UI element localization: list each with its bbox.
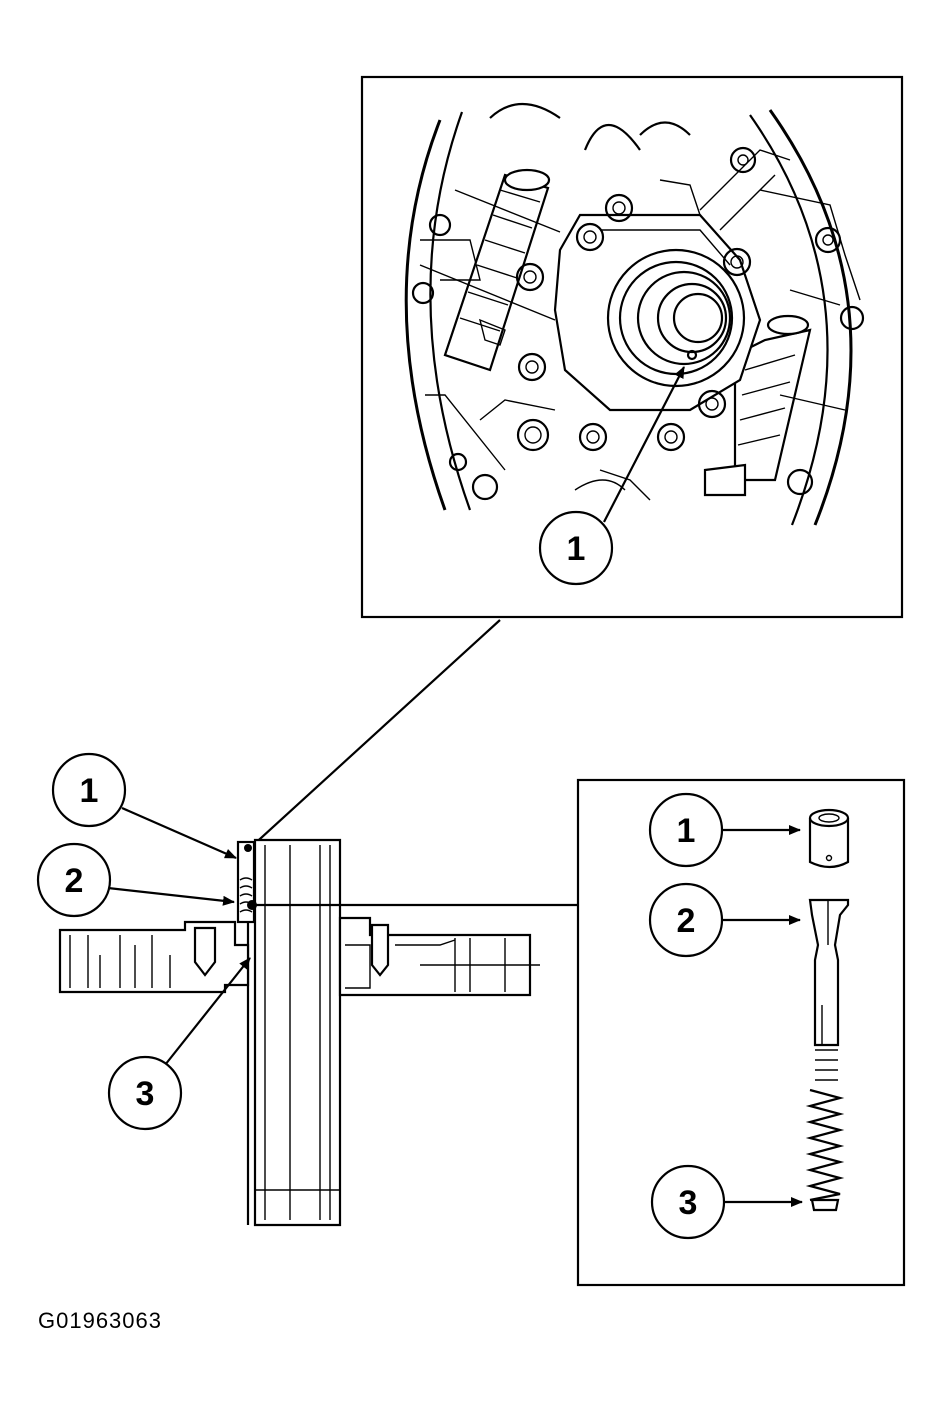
right-callout-3-bubble: [650, 1164, 726, 1240]
left-callout-1-label: 1: [80, 772, 99, 810]
right-callout-1-bubble: [648, 792, 724, 868]
left-callout-2-leader: [107, 886, 235, 906]
top-detail-connector-line: [249, 619, 501, 849]
callout-1-bubble: [538, 510, 614, 586]
figure-id-label: G01963063: [38, 1308, 162, 1333]
valve-spring-part: [805, 898, 850, 1212]
valve-body-section: [58, 838, 578, 1227]
left-callout-3-label: 3: [136, 1075, 155, 1113]
right-callout-3-label: 3: [679, 1184, 698, 1222]
section-dot-top: [244, 844, 252, 852]
left-callouts: 1 2 3: [36, 752, 251, 1131]
callout-1-leader: [603, 366, 685, 523]
left-callout-3-bubble: [107, 1055, 183, 1131]
top-detail-frame: [360, 75, 904, 619]
pump-body-illustration: [404, 102, 865, 526]
right-detail-panel: 1 2 3: [576, 778, 906, 1287]
left-callout-1-leader: [121, 806, 237, 860]
right-detail-frame: [576, 778, 906, 1287]
right-callout-1-label: 1: [677, 812, 696, 850]
callout-1-label: 1: [567, 530, 586, 568]
right-callout-2-bubble: [648, 882, 724, 958]
left-callout-3-leader: [164, 957, 251, 1066]
sleeve-part: [808, 808, 850, 869]
right-callout-2-label: 2: [677, 902, 696, 940]
left-callout-2-bubble: [36, 842, 112, 918]
left-callout-1-bubble: [51, 752, 127, 828]
top-detail-panel: 1: [360, 75, 904, 619]
left-callout-2-label: 2: [65, 862, 84, 900]
